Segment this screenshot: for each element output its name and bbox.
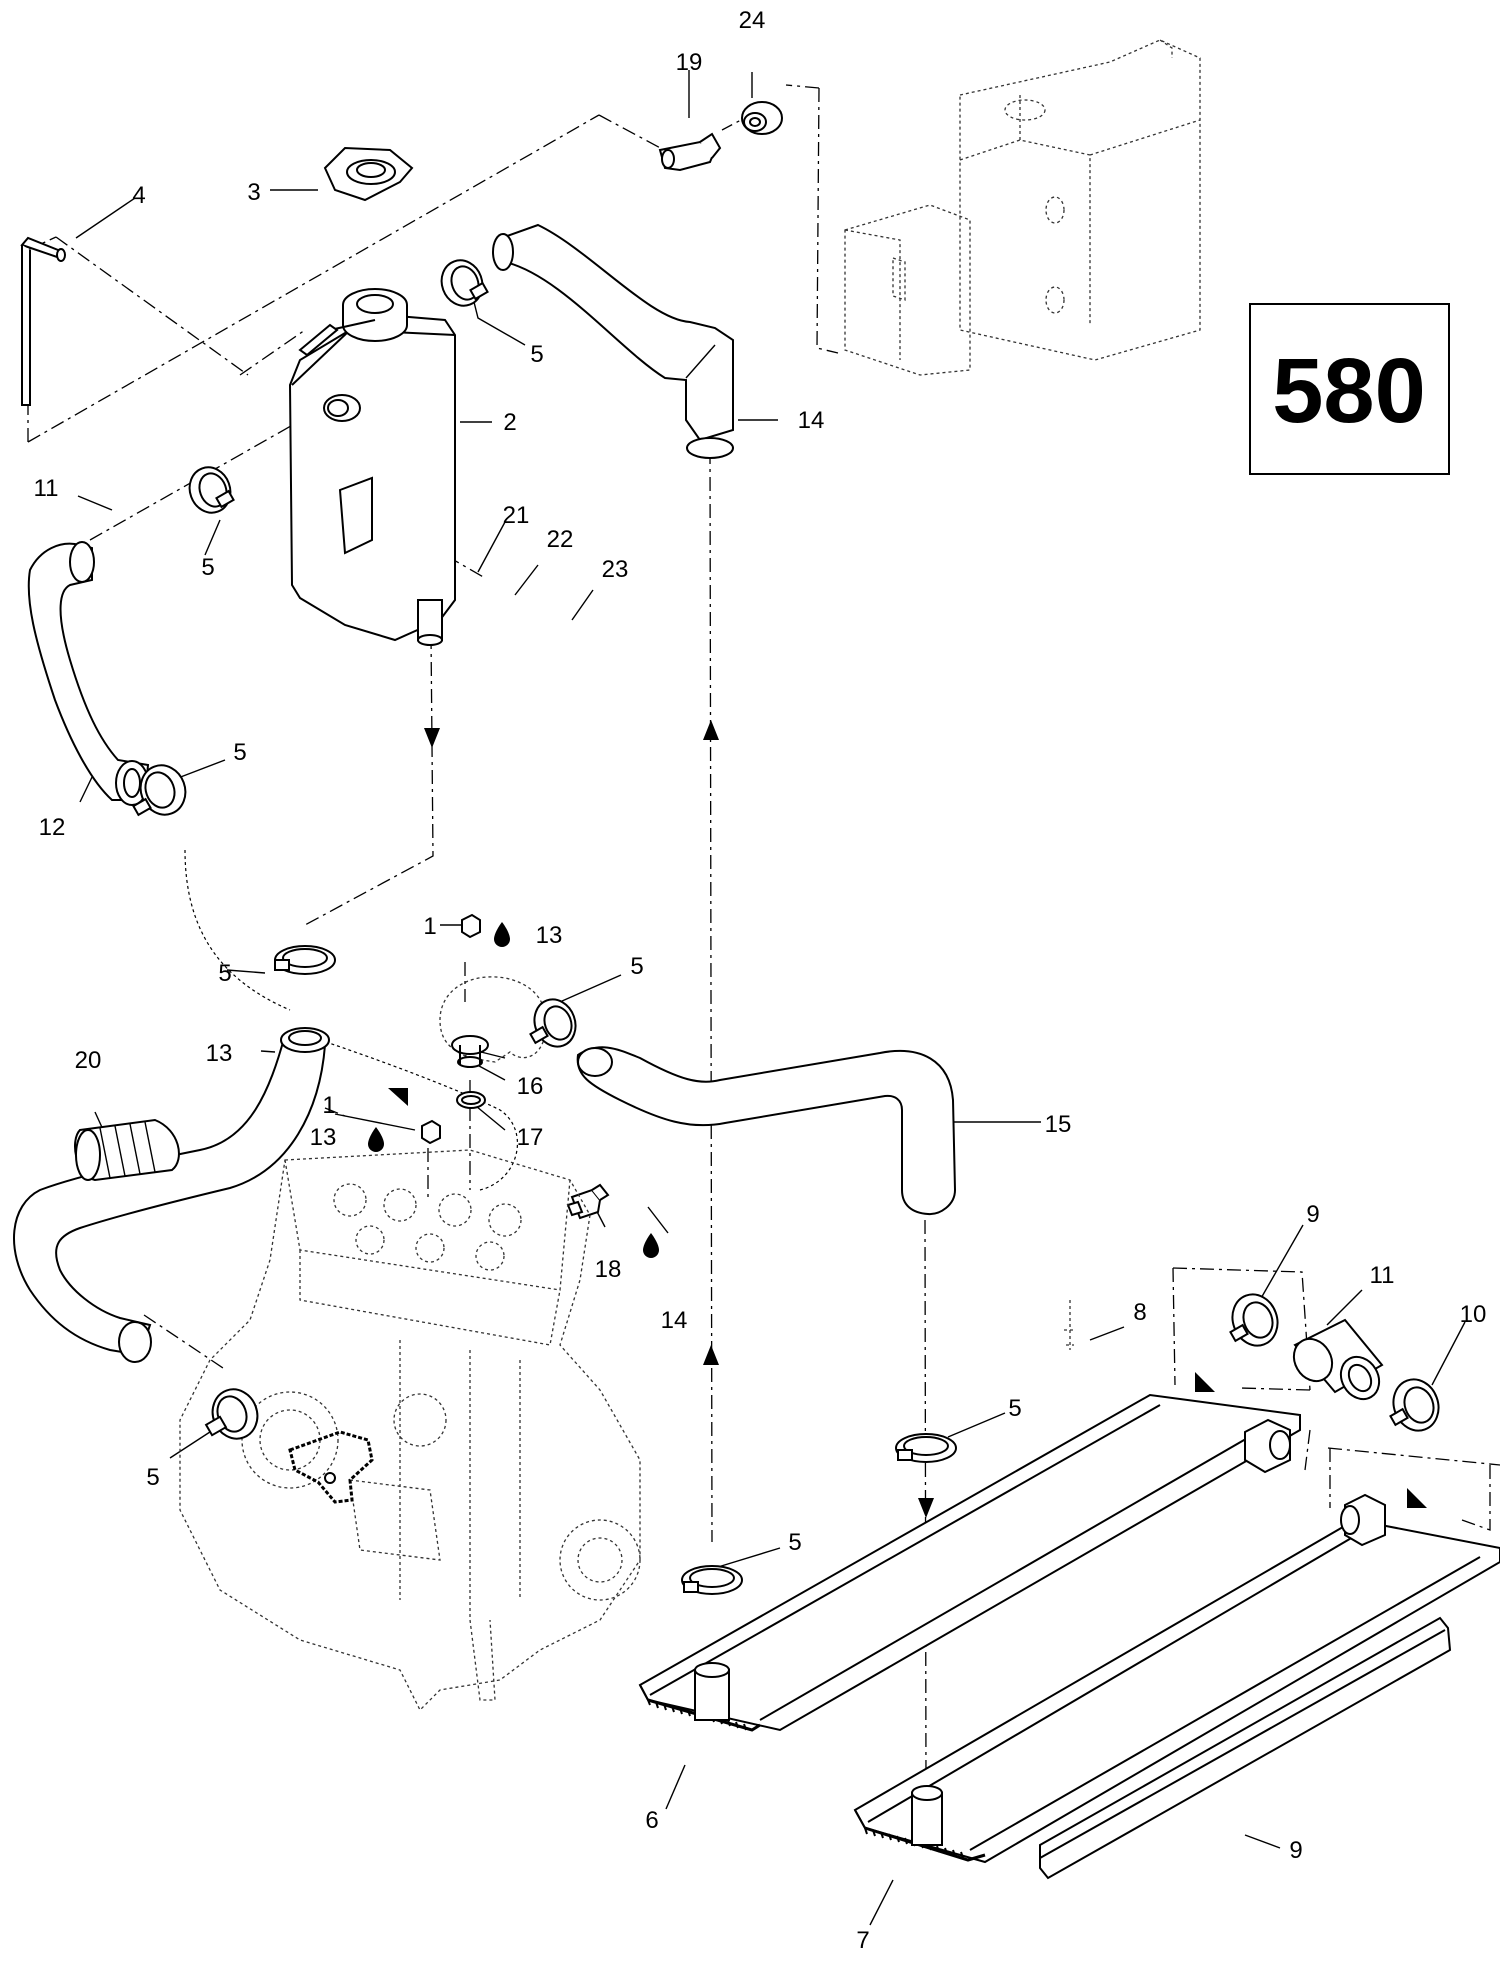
hose-clamp — [440, 259, 489, 307]
pressure-cap-part-3 — [323, 146, 414, 202]
callout-12: 13 — [206, 1040, 233, 1067]
callout-9-b: 10 — [1460, 1301, 1487, 1328]
callout-6-b: 7 — [856, 1927, 869, 1954]
callout-4: 4 — [132, 182, 145, 209]
gasket-part-17 — [456, 1091, 486, 1109]
callout-5-a: 5 — [530, 341, 543, 368]
oil-drop-icons — [368, 922, 659, 1258]
oil-drop-icon — [494, 922, 510, 947]
callout-1-a: 1 — [423, 913, 436, 940]
callout-5-b: 5 — [201, 554, 214, 581]
callout-13-b: 13 — [310, 1124, 337, 1151]
diagram-number-badge: 580 — [1249, 303, 1450, 475]
callout-10: 11 — [1370, 1262, 1395, 1289]
hose-part-12 — [13, 1027, 330, 1363]
coolant-reservoir-part-2 — [288, 288, 456, 646]
flow-direction-arrow-icon — [703, 720, 719, 740]
diagram-number: 580 — [1272, 340, 1426, 442]
callout-5-g: 5 — [146, 1464, 159, 1491]
rivet-part-7 — [1064, 1300, 1076, 1350]
heat-exchanger-part-6-lower — [853, 1493, 1500, 1864]
callout-5-c: 5 — [233, 739, 246, 766]
hose-clamp — [274, 945, 336, 975]
vent-tube-part-4 — [20, 236, 66, 406]
hose-clamp — [895, 1433, 957, 1463]
strip-part-8 — [1039, 1616, 1452, 1880]
callout-13-c: 14 — [661, 1307, 688, 1334]
callout-8: 9 — [1289, 1837, 1302, 1864]
hose-part-14 — [492, 223, 734, 459]
callout-19: 19 — [676, 49, 703, 76]
callout-6-a: 6 — [645, 1807, 658, 1834]
callout-22: 22 — [547, 526, 574, 553]
callout-24: 24 — [739, 7, 766, 34]
hose-clamps-part-9 — [1229, 1293, 1440, 1432]
hose-clamp — [529, 998, 577, 1048]
hose-part-11 — [27, 541, 150, 806]
flow-direction-arrow-icon — [1195, 1372, 1215, 1392]
callout-15: 15 — [1045, 1111, 1072, 1138]
flow-direction-arrow-icon — [388, 1088, 408, 1106]
hose-clamp — [1389, 1378, 1440, 1432]
callout-21: 21 — [503, 502, 530, 529]
callout-labels: 24 19 3 4 5 2 14 11 5 21 22 23 5 12 1 13… — [34, 7, 1487, 1954]
hose-clamp — [132, 764, 187, 817]
callout-7: 8 — [1133, 1299, 1146, 1326]
oil-drop-icon — [643, 1233, 659, 1258]
callout-23: 23 — [602, 556, 629, 583]
plug-part-1 — [421, 913, 481, 1145]
callout-3: 3 — [247, 179, 260, 206]
sleeve-part-20 — [74, 1118, 180, 1182]
callout-16: 16 — [517, 1073, 544, 1100]
hose-clamp — [204, 1388, 259, 1440]
elbow-fitting-part-19 — [658, 132, 722, 172]
hose-clamp — [188, 466, 235, 514]
thermostat-part-16 — [451, 1035, 489, 1068]
callout-1-b: 1 — [322, 1092, 335, 1119]
heat-exchanger-part-6-upper — [638, 1393, 1301, 1732]
temperature-sensor-part-18 — [566, 1183, 610, 1220]
callout-5-f: 5 — [1008, 1395, 1021, 1422]
flow-direction-arrow-icon — [424, 728, 440, 748]
callout-5-h: 5 — [788, 1529, 801, 1556]
flow-direction-arrow-icon — [918, 1498, 934, 1518]
callout-20: 20 — [75, 1047, 102, 1074]
callout-9-a: 9 — [1306, 1201, 1319, 1228]
callout-11-a: 11 — [34, 475, 59, 502]
connector-hose-part-10 — [1292, 1318, 1384, 1401]
callout-2: 2 — [503, 409, 516, 436]
reservoir-ghost-outline — [844, 39, 1201, 376]
flow-direction-arrows — [388, 720, 1427, 1518]
hose-clamp — [1229, 1293, 1279, 1347]
hose-part-15 — [576, 1046, 957, 1216]
callout-11-b: 12 — [39, 814, 66, 841]
callout-13-a: 13 — [536, 922, 563, 949]
callout-18: 18 — [595, 1256, 622, 1283]
flow-direction-arrow-icon — [1407, 1488, 1427, 1508]
callout-17: 17 — [517, 1124, 544, 1151]
outlet-elbow — [288, 1430, 374, 1504]
oil-drop-icon — [368, 1127, 384, 1152]
callout-5-e: 5 — [218, 960, 231, 987]
callout-14: 14 — [798, 407, 825, 434]
flow-direction-arrow-icon — [703, 1345, 719, 1365]
hose-clamps-part-5 — [132, 259, 957, 1595]
callout-5-d: 5 — [630, 953, 643, 980]
hose-clamp — [681, 1565, 743, 1595]
grommet-part-24 — [741, 101, 783, 135]
